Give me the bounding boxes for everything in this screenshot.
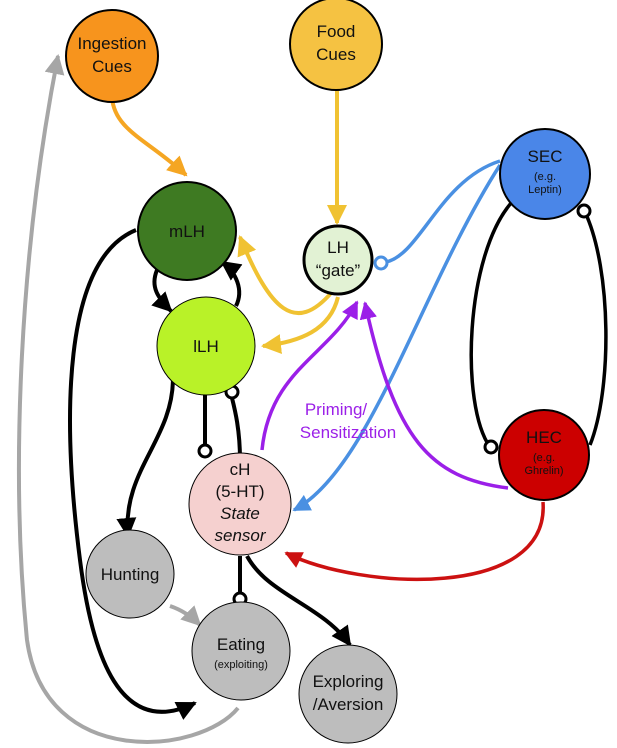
node-exploring-line1: Exploring [313,672,384,691]
node-sec-line1: SEC [528,147,563,166]
node-exploring: Exploring /Aversion [298,644,398,744]
node-ingestion-cues-line2: Cues [92,57,132,76]
node-eating: Eating (exploiting) [191,601,291,701]
node-ch-line4: sensor [214,526,266,545]
node-ch-line2: (5-HT) [215,482,264,501]
priming-label-line1: Priming/ [305,400,368,419]
node-hunting-label: Hunting [101,565,160,584]
priming-label: Priming/ Sensitization [300,400,396,442]
edge-ch-to-llh [230,397,242,461]
inhibitory-terminal-sec-hec [483,439,499,455]
priming-label-line2: Sensitization [300,423,396,442]
node-sec: SEC (e.g. Leptin) [499,128,591,220]
inhibitory-terminal-hec-sec [576,203,592,219]
edge-ch-to-exploring [245,555,352,647]
edge-llh-to-mlh [220,260,243,307]
edge-eating-to-ingestion [17,54,240,744]
node-ch: cH (5-HT) State sensor [188,452,292,556]
edge-sec-to-gate [385,159,501,264]
edges [17,54,608,744]
edge-hunting-to-eating [169,604,202,627]
node-food-cues-line1: Food [317,22,356,41]
node-ingestion-cues-line1: Ingestion [78,34,147,53]
node-lh-gate: LH “gate” [302,224,374,296]
edge-gate-to-llh [261,296,340,355]
edge-hec-to-gate [359,301,509,490]
node-hec-sub2: Ghrelin) [524,465,563,477]
node-lh-gate-line2: “gate” [316,261,361,280]
node-hec-sub1: (e.g. [533,452,555,464]
node-hec: HEC (e.g. Ghrelin) [498,409,590,501]
node-eating-line1: Eating [217,635,265,654]
edge-ch-to-gate [260,300,359,451]
node-eating-sub: (exploiting) [214,659,268,671]
inhibitory-terminal-llh-ch [197,443,213,459]
node-hec-line1: HEC [526,428,562,447]
edge-hec-to-sec [583,211,608,446]
edge-mlh-to-eating [68,228,197,720]
node-lh-gate-line1: LH [327,238,349,257]
node-sec-sub1: (e.g. [534,171,556,183]
node-ingestion-cues: Ingestion Cues [65,9,159,103]
edge-llh-to-hunting [116,377,175,538]
node-hunting: Hunting [85,529,175,619]
node-llh-label: lLH [193,337,219,356]
node-exploring-line2: /Aversion [313,695,384,714]
node-ch-line1: cH [230,460,251,479]
edge-mlh-to-llh [151,269,173,313]
node-sec-sub2: Leptin) [528,184,562,196]
node-food-cues-line2: Cues [316,45,356,64]
edge-sec-to-ch [292,164,502,512]
edge-sec-to-hec [469,200,514,449]
edge-hec-to-ch [284,501,545,582]
inhibitory-terminal-sec-gate [373,255,389,271]
node-ch-line3: State [220,504,260,523]
edge-ingestion-to-mlh [110,96,188,177]
node-mlh-label: mLH [169,222,205,241]
node-mlh: mLH [137,181,237,281]
node-food-cues: Food Cues [289,0,383,91]
node-llh: lLH [156,296,256,396]
edge-gate-to-mlh [237,235,334,315]
